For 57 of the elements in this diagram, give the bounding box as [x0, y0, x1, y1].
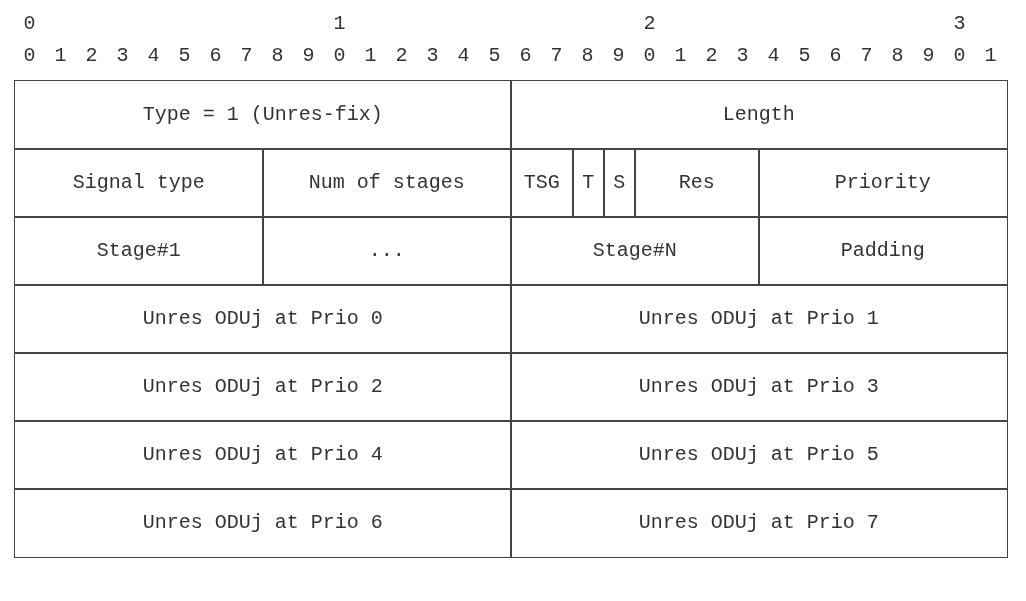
bit-number: 8: [580, 44, 595, 68]
bit-number: 2: [394, 44, 409, 68]
packet-field: Padding: [758, 216, 1008, 286]
packet-field: Unres ODUj at Prio 6: [14, 488, 512, 558]
bit-number: 0: [22, 44, 37, 68]
bit-number: 9: [301, 44, 316, 68]
packet-field: Res: [634, 148, 760, 218]
packet-field: Num of stages: [262, 148, 512, 218]
bit-number: 0: [22, 12, 37, 36]
packet-field: Unres ODUj at Prio 1: [510, 284, 1008, 354]
packet-field: Unres ODUj at Prio 2: [14, 352, 512, 422]
bit-number: 3: [425, 44, 440, 68]
packet-field: Unres ODUj at Prio 7: [510, 488, 1008, 558]
bit-number: 7: [549, 44, 564, 68]
bit-number: 0: [332, 44, 347, 68]
packet-field: Priority: [758, 148, 1008, 218]
bit-number: 0: [952, 44, 967, 68]
bit-number: 1: [983, 44, 998, 68]
packet-field: Type = 1 (Unres-fix): [14, 80, 512, 150]
bit-number: 6: [828, 44, 843, 68]
packet-field: ...: [262, 216, 512, 286]
bit-number: 5: [797, 44, 812, 68]
bit-number: 2: [84, 44, 99, 68]
packet-field: Signal type: [14, 148, 264, 218]
bit-number: 2: [704, 44, 719, 68]
bit-number: 2: [642, 12, 657, 36]
bit-number: 7: [859, 44, 874, 68]
bit-number: 3: [115, 44, 130, 68]
packet-field: S: [603, 148, 636, 218]
bit-number: 5: [487, 44, 502, 68]
bit-number: 7: [239, 44, 254, 68]
packet-field: Unres ODUj at Prio 3: [510, 352, 1008, 422]
bit-number: 6: [518, 44, 533, 68]
bit-number: 8: [890, 44, 905, 68]
bit-number: 8: [270, 44, 285, 68]
bit-number: 9: [921, 44, 936, 68]
bit-number: 4: [766, 44, 781, 68]
packet-field: Unres ODUj at Prio 0: [14, 284, 512, 354]
packet-field: Stage#N: [510, 216, 760, 286]
bit-number: 6: [208, 44, 223, 68]
packet-field: Unres ODUj at Prio 4: [14, 420, 512, 490]
bit-number: 1: [363, 44, 378, 68]
packet-field: T: [572, 148, 605, 218]
bit-number: 3: [735, 44, 750, 68]
bit-number: 1: [53, 44, 68, 68]
packet-field: Unres ODUj at Prio 5: [510, 420, 1008, 490]
bit-number: 4: [456, 44, 471, 68]
bit-number: 4: [146, 44, 161, 68]
bit-number: 9: [611, 44, 626, 68]
packet-field: Length: [510, 80, 1008, 150]
bit-number: 1: [332, 12, 347, 36]
bit-number: 5: [177, 44, 192, 68]
packet-field: Stage#1: [14, 216, 264, 286]
bit-number: 0: [642, 44, 657, 68]
bit-number: 1: [673, 44, 688, 68]
packet-field: TSG: [510, 148, 574, 218]
bit-number: 3: [952, 12, 967, 36]
